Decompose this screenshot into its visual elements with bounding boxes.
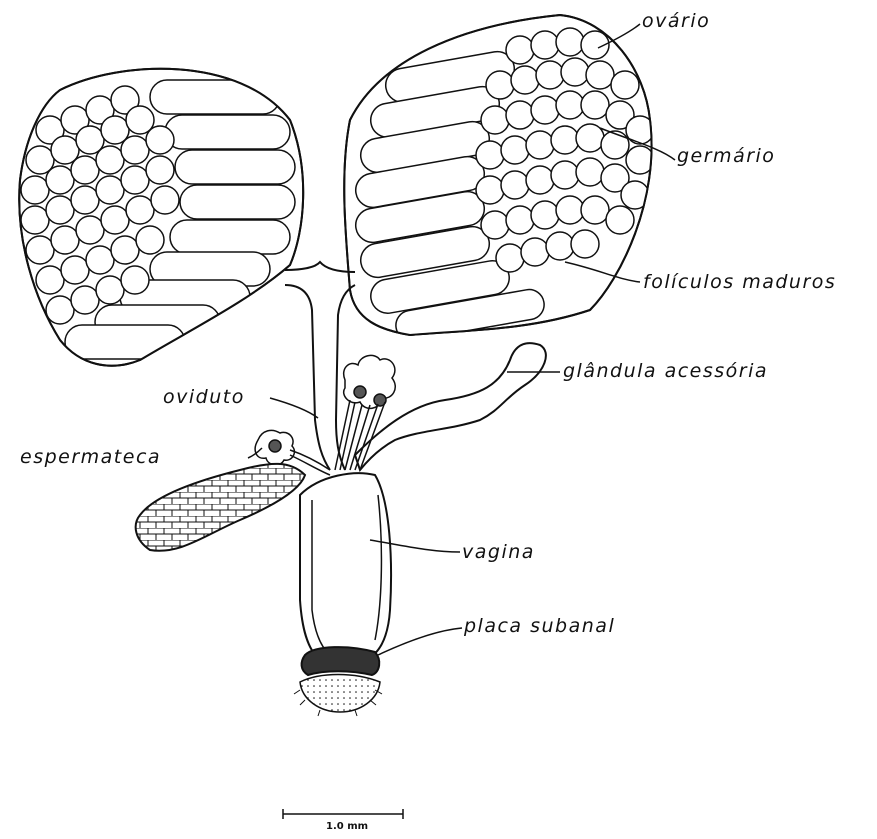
subanal-plate xyxy=(294,647,382,716)
reticulated-organ xyxy=(136,464,305,551)
label-germario: germário xyxy=(677,145,775,167)
label-vagina: vagina xyxy=(462,541,535,563)
label-glandula: glândula acessória xyxy=(563,360,768,382)
vagina xyxy=(300,473,391,660)
scale-bar xyxy=(283,809,403,819)
label-foliculos: folículos maduros xyxy=(643,271,836,293)
label-oviduto: oviduto xyxy=(163,386,245,408)
left-ovary xyxy=(19,69,303,366)
right-ovary xyxy=(344,15,654,343)
label-ovario: ovário xyxy=(642,10,710,32)
label-espermateca: espermateca xyxy=(20,446,161,468)
label-placa: placa subanal xyxy=(464,615,615,637)
scale-bar-label: 1.0 mm xyxy=(326,821,368,832)
oviducts xyxy=(285,262,355,470)
